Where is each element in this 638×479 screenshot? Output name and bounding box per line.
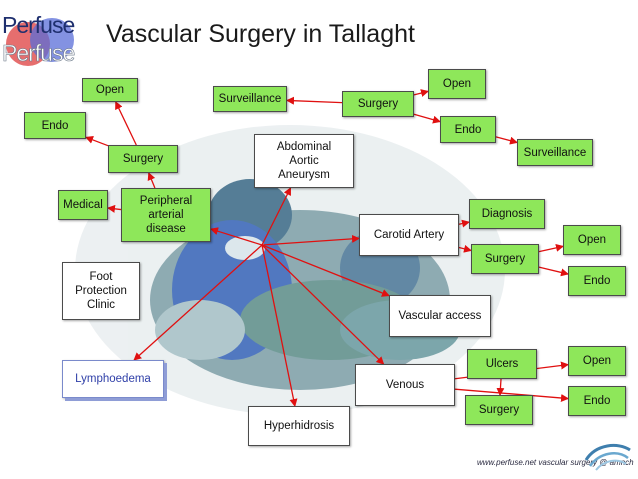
logo-text-top: Perfuse [2, 12, 75, 38]
node-surgery-carotid[interactable]: Surgery [471, 244, 539, 274]
node-medical[interactable]: Medical [58, 190, 108, 220]
arrow-pad-to-surgery_left [147, 172, 156, 189]
arrow-surgery_carotid-to-open_carotid [538, 243, 564, 253]
node-endo-carotid[interactable]: Endo [568, 266, 626, 296]
arrow-surgery_top-to-open_top [413, 89, 429, 97]
node-open-top[interactable]: Open [428, 69, 486, 99]
swirl-logo-icon [584, 443, 631, 471]
node-surgery-venous[interactable]: Surgery [465, 395, 533, 425]
node-endo-top-left[interactable]: Endo [24, 112, 86, 139]
arrow-carotid-to-diagnosis [458, 219, 470, 228]
arrow-hub-to-vascular_access [261, 244, 390, 297]
page-title: Vascular Surgery in Tallaght [106, 20, 415, 48]
logo-text-bottom: Perfuse [2, 40, 76, 67]
node-surgery-left[interactable]: Surgery [108, 145, 178, 173]
arrow-hub-to-pad [210, 227, 263, 246]
arrow-endo_top-to-surveillance_right [495, 136, 518, 145]
node-surgery-top[interactable]: Surgery [342, 91, 414, 117]
arrow-surgery_left-to-endo_tl [85, 136, 109, 147]
node-endo-top[interactable]: Endo [440, 116, 496, 143]
node-open-top-left[interactable]: Open [82, 78, 138, 102]
arrow-surgery_carotid-to-endo_carotid [538, 266, 569, 277]
arrow-hub-to-hyperhidrosis [261, 244, 298, 407]
node-venous[interactable]: Venous [355, 364, 455, 406]
node-open-carotid[interactable]: Open [563, 225, 621, 255]
arrow-carotid-to-surgery_carotid [458, 244, 472, 253]
footer-credit: www.perfuse.net vascular surgery @ amnch [477, 458, 634, 467]
node-abdominal-aortic-aneurysm[interactable]: Abdominal Aortic Aneurysm [254, 134, 354, 188]
node-ulcers[interactable]: Ulcers [467, 349, 537, 379]
arrow-venous-to-endo_venous [454, 388, 569, 402]
node-hyperhidrosis[interactable]: Hyperhidrosis [248, 406, 350, 446]
node-diagnosis[interactable]: Diagnosis [469, 199, 545, 229]
node-endo-venous[interactable]: Endo [568, 386, 626, 416]
node-foot-protection-clinic[interactable]: Foot Protection Clinic [62, 262, 140, 320]
node-surveillance-top[interactable]: Surveillance [213, 86, 287, 112]
node-peripheral-arterial-disease[interactable]: Peripheral arterial disease [121, 188, 211, 242]
arrow-hub-to-carotid [261, 234, 360, 246]
arrow-surgery_left-to-open_tl [115, 101, 137, 146]
node-lymphoedema[interactable]: Lymphoedema [62, 360, 164, 398]
arrow-hub-to-venous [261, 244, 385, 365]
arrow-hub-to-aaa [261, 187, 292, 246]
node-surveillance-right[interactable]: Surveillance [517, 139, 593, 166]
node-open-venous[interactable]: Open [568, 346, 626, 376]
arrow-surgery_top-to-surveillance_top [286, 96, 343, 105]
perfuse-logo: Perfuse Perfuse [2, 6, 82, 76]
node-carotid-artery[interactable]: Carotid Artery [359, 214, 459, 256]
arrow-surgery_top-to-endo_top [413, 113, 441, 124]
node-vascular-access[interactable]: Vascular access [389, 295, 491, 337]
arrow-hub-to-lymph [133, 244, 263, 361]
arrow-pad-to-medical [107, 204, 122, 213]
